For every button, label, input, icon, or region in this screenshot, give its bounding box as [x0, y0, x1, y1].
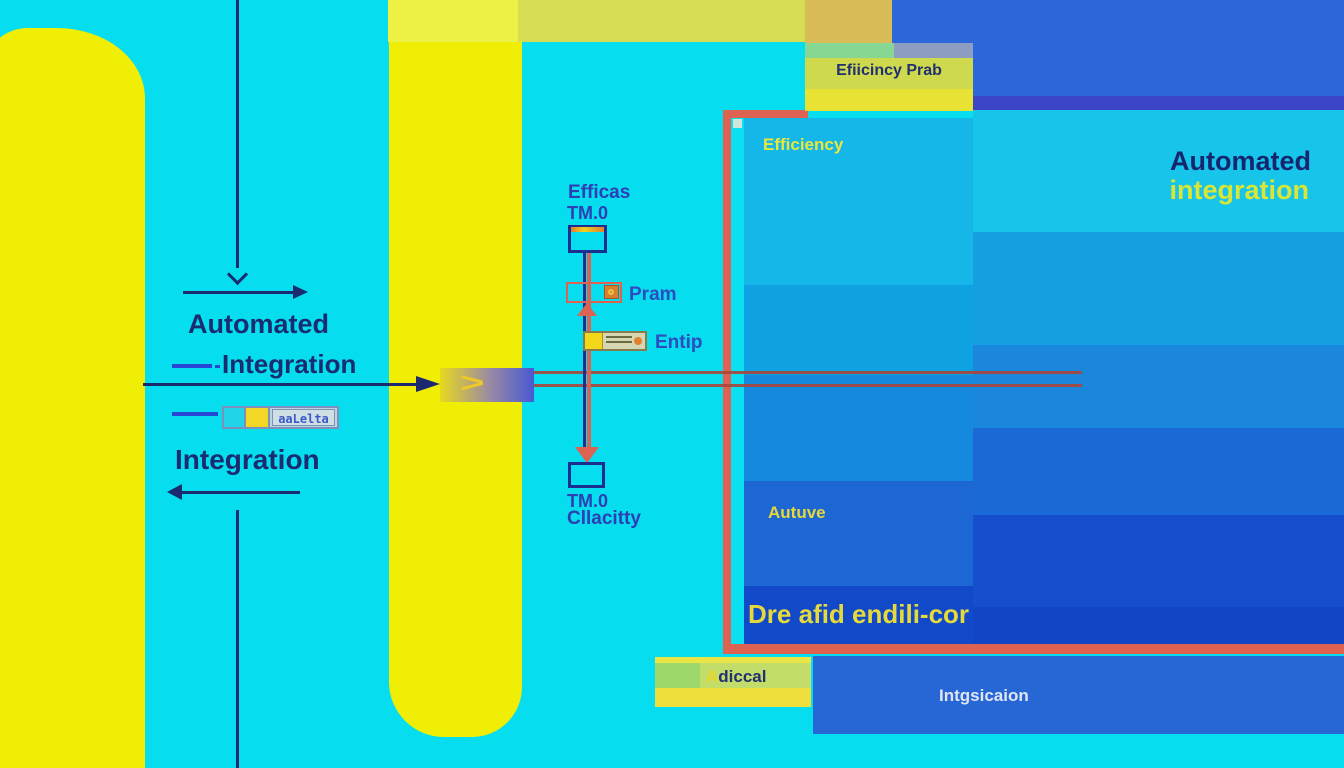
- node-bottom-box: [568, 462, 605, 488]
- long-arrow-line: [143, 383, 420, 386]
- panel-automated-label: Automated: [1170, 146, 1311, 176]
- entip-orange-dot: [634, 337, 642, 345]
- adiccal-row1: [655, 657, 811, 663]
- panel-integration-label: integration: [1169, 175, 1310, 205]
- panel-stripe-left-5: [744, 586, 973, 644]
- right-arrow-head: [293, 285, 308, 299]
- panel-stripe-left-3: [744, 375, 973, 481]
- node-top-title: Efficas: [568, 182, 631, 203]
- pram-box: [566, 282, 622, 303]
- adiccal-label: Adiccal: [706, 667, 766, 687]
- adiccal-label-rest: diccal: [718, 667, 767, 686]
- blue-dash-1: [172, 364, 212, 368]
- top-strip-yellow: [388, 0, 518, 42]
- panel-bottom-border: [723, 644, 1344, 654]
- blue-dash-1-dot: [215, 365, 220, 368]
- panel-stripe-left-4: [744, 481, 973, 586]
- panel-cyan-sliver: [731, 118, 744, 644]
- pram-box-icon: [604, 285, 619, 299]
- panel-corner-dot: [733, 119, 742, 128]
- top-strip-tan: [805, 0, 892, 43]
- panel-stripe-right-5: [973, 515, 1344, 607]
- efficiency-prab-box: Efiicincy Prab: [805, 43, 973, 111]
- prab-box-row1-right: [894, 43, 973, 58]
- panel-stripe-right-6: [973, 607, 1344, 644]
- blue-dash-2: [172, 412, 218, 416]
- panel-stripe-left-2: [744, 285, 973, 375]
- pram-label: Pram: [629, 284, 677, 305]
- integration-label-2: Integration: [175, 444, 320, 475]
- chevron-glyph: >: [459, 367, 485, 398]
- red-horizontal-line-1: [533, 371, 1082, 374]
- aalelta-widget: aaLelta: [222, 406, 339, 429]
- integration-label-1: Integration: [222, 349, 357, 379]
- node-bottom-subtitle: Cllacitty: [567, 508, 641, 529]
- adiccal-box: Adiccal: [655, 657, 811, 707]
- prab-box-row2: [805, 58, 973, 89]
- prab-box-label: Efiicincy Prab: [836, 62, 942, 79]
- panel-left-border: [723, 110, 731, 654]
- panel-stripe-right-2: [973, 232, 1344, 345]
- aalelta-cell-cyan: [224, 408, 246, 427]
- left-arrow-head: [167, 484, 182, 500]
- gradient-arrow-box: >: [440, 367, 534, 402]
- left-arrow-line: [180, 491, 300, 494]
- top-vertical-line: [236, 0, 239, 268]
- panel-stripe-right-1: [973, 110, 1344, 232]
- adiccal-row3: [655, 688, 811, 707]
- panel-efficiency-label: Efficiency: [763, 135, 844, 154]
- adiccal-row2: [655, 663, 811, 688]
- aalelta-cell-yellow: [246, 408, 270, 427]
- pram-icon-circle: [608, 289, 614, 295]
- up-arrow-head: [577, 303, 597, 316]
- node-top-box-titlebar: [571, 227, 604, 232]
- connector-red-line: [587, 253, 591, 449]
- adiccal-label-first: A: [706, 667, 719, 686]
- panel-autuve-label: Autuve: [768, 503, 826, 522]
- bottom-vertical-line: [236, 510, 239, 768]
- left-yellow-bar: [0, 28, 145, 768]
- node-top-subtitle: TM.0: [567, 203, 609, 223]
- connector-navy-line: [583, 253, 586, 455]
- entip-text-lines: [606, 336, 632, 346]
- aalelta-label-box: aaLelta: [272, 409, 335, 426]
- prab-box-row3: [805, 89, 973, 111]
- integration-bottom-bar: Intgsicaion: [813, 656, 1344, 734]
- entip-label: Entip: [655, 332, 703, 353]
- panel-bottom-label: Dre afid endili-cor: [748, 599, 970, 629]
- entip-box: [583, 331, 647, 351]
- panel-top-border-indigo: [973, 96, 1344, 110]
- panel-stripe-right-4: [973, 428, 1344, 515]
- entip-yellow-square: [585, 333, 603, 349]
- red-horizontal-line-2: [533, 384, 1082, 387]
- panel-stripe-left-1: [744, 118, 973, 285]
- chevron-down-icon: [226, 263, 249, 286]
- automated-label: Automated: [188, 309, 329, 339]
- right-arrow-line: [183, 291, 295, 294]
- long-arrow-head: [416, 376, 440, 392]
- panel-top-red-segment: [723, 110, 808, 118]
- integration-bar-label: Intgsicaion: [939, 686, 1029, 705]
- right-panel: Efficiency Automated integration Autuve …: [723, 96, 1344, 654]
- node-top-box: [568, 225, 607, 253]
- down-arrow-head: [575, 447, 599, 463]
- top-strip-olive: [518, 0, 805, 42]
- aalelta-label: aaLelta: [278, 412, 329, 426]
- node-bottom-title: TM.0: [567, 491, 609, 511]
- prab-box-row1-left: [805, 43, 894, 58]
